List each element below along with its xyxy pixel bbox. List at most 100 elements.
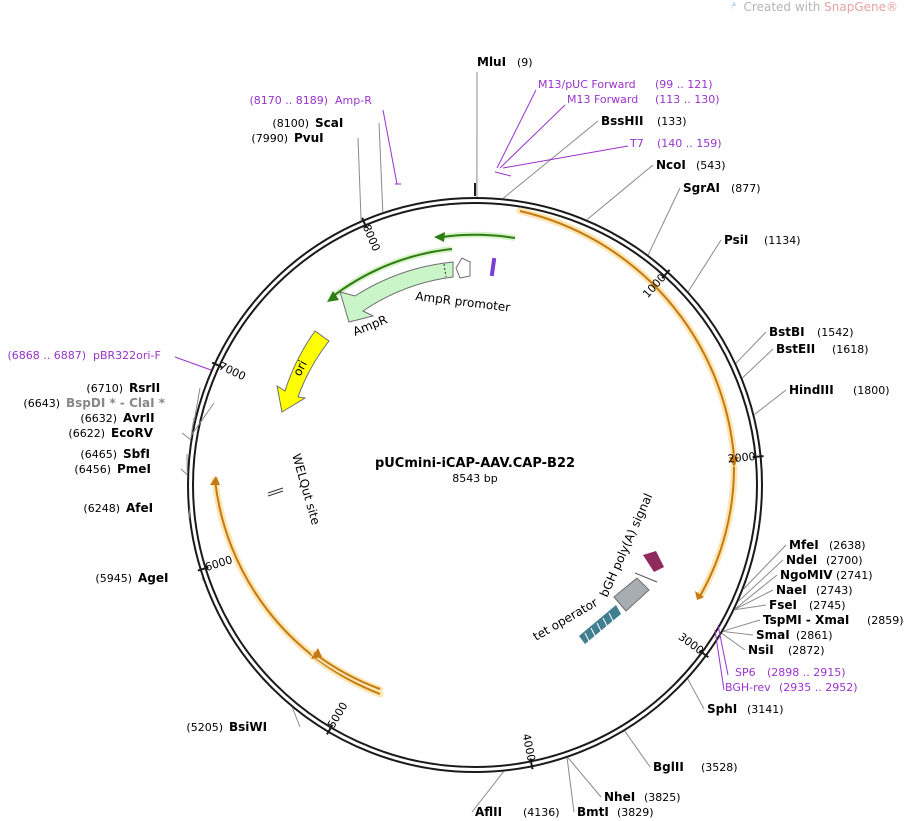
ring-tick-label-8000: 8000 (360, 222, 383, 253)
leader-t7 (502, 145, 629, 169)
site-scai-leader (378, 122, 384, 213)
primer-bgh-rev-range: (2935 .. 2952) (779, 681, 858, 694)
bgh-polya-marker (643, 551, 664, 572)
site-sgrai-name: SgrAI (683, 181, 720, 195)
site-rsrii-leader (193, 387, 201, 422)
site-bsteii-leader (742, 348, 774, 379)
site-ncoi-leader (586, 164, 654, 221)
primer-amp-r-range: (8170 .. 8189) (249, 94, 328, 107)
orf-arc-4-highlight (311, 650, 383, 692)
ring-tick-7000 (211, 361, 223, 369)
site-agei-leader (201, 577, 204, 582)
site-ndei-leader (738, 559, 784, 602)
site-ndei-name: NdeI (786, 553, 817, 567)
watermark-brand: SnapGene® (824, 0, 898, 14)
site-nsii-position: (2872) (788, 644, 825, 657)
ring-tick-5000 (326, 724, 334, 735)
site-sphi-leader (687, 678, 705, 710)
site-bsshii-name: BssHII (601, 114, 643, 128)
primer-amp-r-name: Amp-R (335, 94, 372, 107)
site-aflii-position: (4136) (523, 806, 560, 819)
orf-arrow-4 (311, 648, 322, 659)
ring-tick-8000 (361, 217, 368, 229)
site-afei-leader (188, 507, 191, 519)
site-aflii-name: AflII (475, 805, 502, 819)
site-bsiwi-position: (5205) (186, 721, 223, 734)
site-rsrii-name: RsrII (129, 381, 160, 395)
orf-arc-2-highlight (696, 463, 738, 600)
site-bglii-position: (3528) (701, 761, 738, 774)
orf-arcs (210, 207, 739, 698)
ring-tick-label-7000: 7000 (217, 360, 248, 384)
orf-arrow-1 (729, 457, 739, 467)
site-ngomiv-name: NgoMIV (780, 568, 833, 582)
ring-tick-label-5000: 5000 (325, 700, 350, 731)
orf-arrow-2 (695, 591, 704, 600)
site-sphi-position: (3141) (747, 703, 784, 716)
green-arrow-1 (434, 232, 445, 242)
site-bmti-leader (566, 757, 575, 813)
site-avrii-name: AvrII (123, 411, 155, 425)
site-bspdi-clai-name: BspDI * - ClaI * (66, 396, 166, 410)
site-hindiii-leader (753, 389, 787, 415)
primer-m13-forward-name: M13 Forward (567, 93, 638, 106)
site-pmei-name: PmeI (117, 462, 151, 476)
site-mlui-name: MluI (477, 55, 506, 69)
backbone-outer-strand (187, 197, 763, 773)
ampr-primer-mark (489, 257, 497, 277)
site-bstbi-name: BstBI (769, 325, 805, 339)
ring-tick-label-2000: 2000 (727, 450, 756, 466)
site-bstbi-position: (1542) (817, 326, 854, 339)
site-sbfi-position: (6465) (80, 448, 117, 461)
primer-leaders (174, 89, 729, 691)
site-mlui-position: (9) (517, 56, 533, 69)
site-hindiii-position: (1800) (853, 384, 890, 397)
ampr-feature (339, 261, 454, 323)
ring-tick-label-4000: 4000 (520, 733, 538, 763)
site-psii-leader (687, 239, 722, 292)
plasmid-length: 8543 bp (452, 472, 497, 485)
site-bstbi-leader (735, 331, 767, 364)
site-scai-name: ScaI (315, 116, 343, 130)
site-ncoi-name: NcoI (656, 158, 686, 172)
site-ngomiv-leader (734, 574, 778, 610)
site-tspmi-name: TspMI - XmaI (763, 613, 849, 627)
site-afei-position: (6248) (83, 502, 120, 515)
site-nsii-leader (721, 633, 746, 651)
plasmid-name: pUCmini-iCAP-AAV.CAP-B22 (375, 456, 575, 471)
site-nhei-leader (567, 757, 602, 798)
site-sgrai-leader (647, 187, 681, 256)
tet-operator-feature (579, 605, 621, 644)
site-sgrai-position: (877) (731, 182, 761, 195)
site-pmei-leader (180, 468, 188, 476)
site-naei-leader (734, 589, 774, 610)
site-bglii-name: BglII (653, 760, 684, 774)
backbone-inner-strand (192, 202, 758, 768)
feature-label-ori: ori (290, 358, 310, 378)
primer-t7-range: (140 .. 159) (657, 137, 722, 150)
feature-label-welqut-site: WELQut site (289, 452, 323, 526)
ori-feature (276, 330, 330, 413)
site-hindiii-name: HindIII (789, 383, 834, 397)
site-nhei-position: (3825) (644, 791, 681, 804)
site-bsteii-name: BstEII (776, 342, 815, 356)
site-leaders: MluI(9)BssHII(133)NcoI(543)SgrAI(877)Psi… (23, 55, 903, 819)
site-mfei-name: MfeI (789, 538, 819, 552)
primer-sp6-name: SP6 (735, 666, 756, 679)
site-tspmi-leader (723, 619, 761, 632)
site-naei-position: (2743) (816, 584, 853, 597)
green-orf-arcs (327, 231, 516, 302)
backbone (187, 183, 763, 773)
site-bsshii-position: (133) (657, 115, 687, 128)
leader-amp-r (382, 109, 398, 185)
site-nsii-name: NsiI (748, 643, 774, 657)
welqut-site-mark-2 (267, 487, 284, 494)
site-tspmi-position: (2859) (867, 614, 904, 627)
site-aflii-leader (471, 771, 505, 813)
welqut-site-mark-1 (267, 490, 284, 497)
site-ndei-position: (2700) (826, 554, 863, 567)
orf-arc-3 (214, 479, 381, 695)
snapgene-logo-icon (729, 1, 736, 11)
green-arc-2 (331, 248, 453, 298)
orf-arc-1 (519, 210, 735, 458)
